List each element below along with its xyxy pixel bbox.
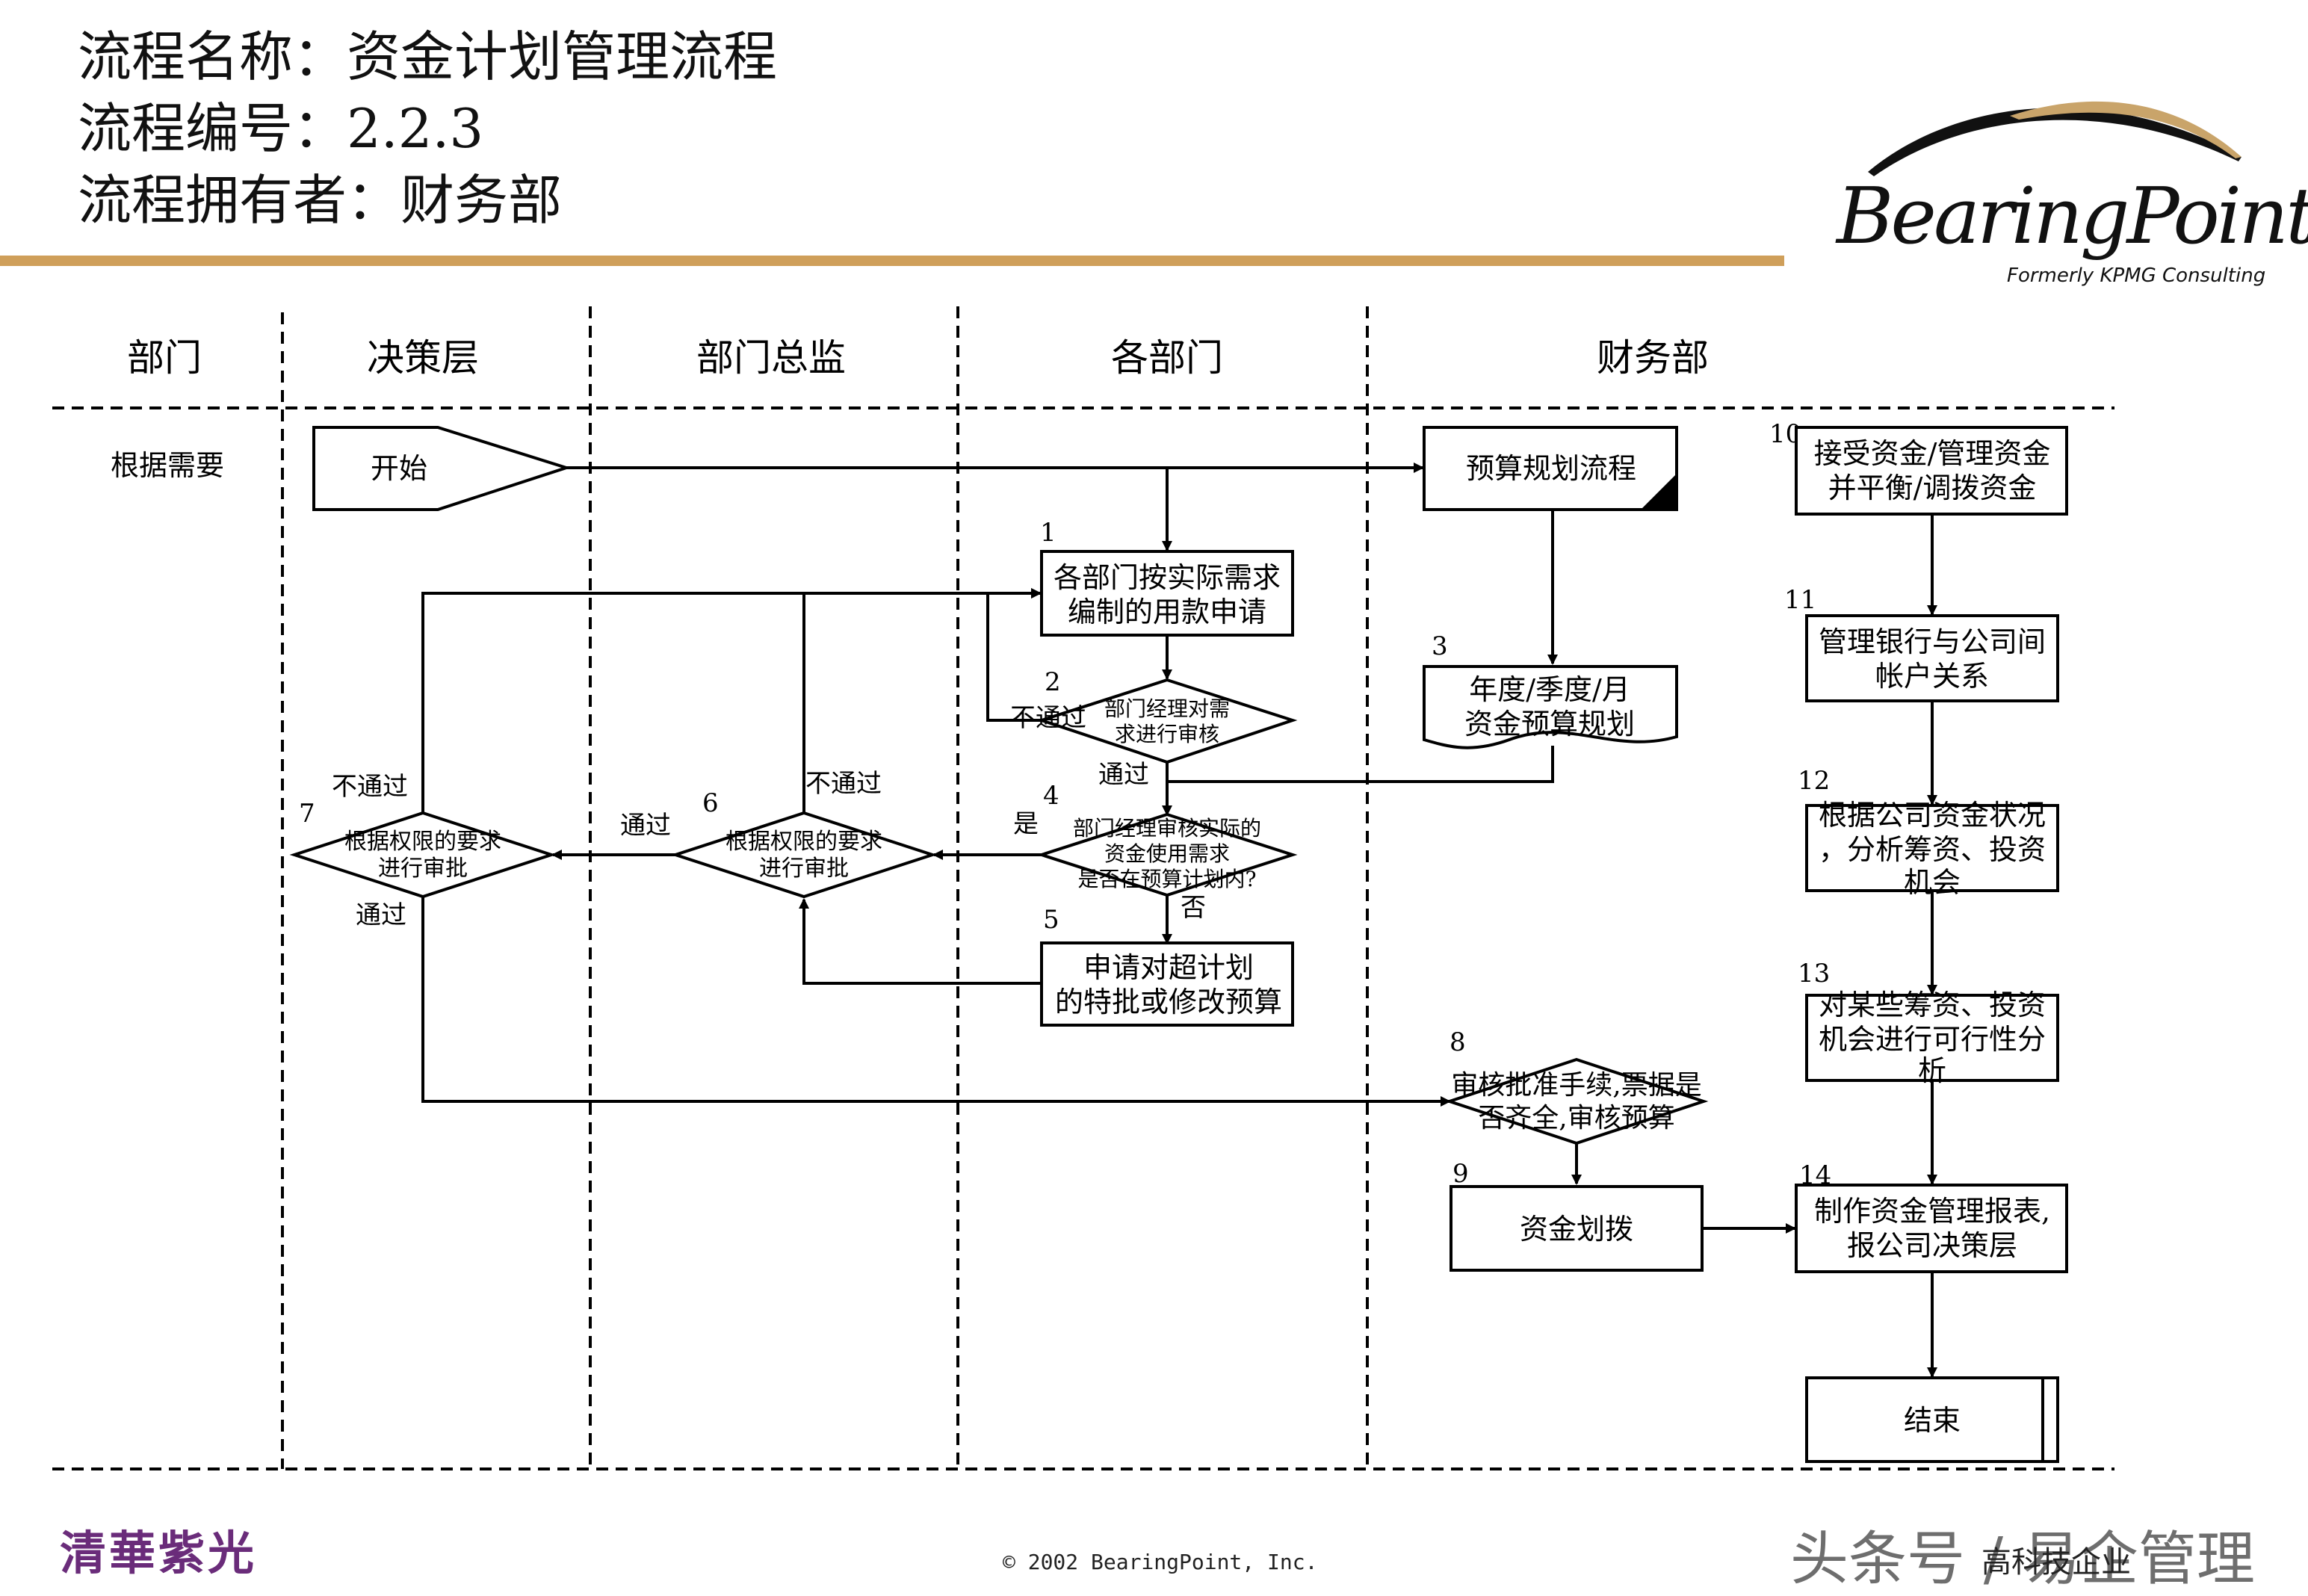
node-12-analyze-opportunities: 12 根据公司资金状况 ，分析筹资、投资 机会	[1798, 766, 2059, 899]
svg-text:管理银行与公司间: 管理银行与公司间	[1819, 625, 2046, 658]
svg-text:各部门按实际需求: 各部门按实际需求	[1054, 561, 1281, 594]
lane-separators	[52, 306, 2114, 1470]
copyright: © 2002 BearingPoint, Inc.	[1003, 1550, 1318, 1574]
page-note: 高科技企业	[1981, 1545, 2131, 1580]
svg-text:制作资金管理报表,: 制作资金管理报表,	[1814, 1195, 2050, 1228]
edge-reject-2: 不通过	[1010, 703, 1086, 733]
svg-text:帐户关系: 帐户关系	[1875, 660, 1989, 693]
end-node: 结束	[1805, 1376, 2059, 1463]
svg-text:并平衡/调拨资金: 并平衡/调拨资金	[1828, 471, 2037, 504]
node-13-feasibility-analysis: 13 对某些筹资、投资 机会进行可行性分 析	[1798, 959, 2059, 1087]
svg-text:5: 5	[1043, 905, 1059, 935]
lane-header-dept: 部门	[127, 336, 202, 380]
node-5-special-approval: 5 申请对超计划 的特批或修改预算	[1040, 905, 1294, 1027]
svg-text:根据权限的要求: 根据权限的要求	[725, 829, 882, 855]
svg-text:11: 11	[1784, 585, 1816, 615]
svg-text:9: 9	[1452, 1159, 1469, 1189]
svg-text:7: 7	[299, 799, 315, 829]
lane-header-decision: 决策层	[367, 336, 479, 380]
svg-text:2: 2	[1045, 667, 1061, 697]
budget-process-node: 预算规划流程	[1423, 426, 1678, 511]
edge-pass-2: 通过	[1098, 760, 1149, 790]
edge-reject-6: 不通过	[805, 769, 882, 799]
svg-text:机会进行可行性分: 机会进行可行性分	[1819, 1023, 2046, 1056]
connectors	[421, 463, 1937, 1378]
start-node: 开始	[312, 426, 572, 511]
node-8-finance-review: 8 审核批准手续,票据是 否齐全,审核预算	[1444, 1027, 1709, 1145]
svg-text:机会: 机会	[1904, 866, 1961, 899]
svg-text:6: 6	[702, 788, 719, 818]
svg-text:1: 1	[1040, 518, 1056, 548]
process-name: 流程名称：资金计划管理流程	[78, 25, 778, 88]
edge-yes-4: 是	[1013, 809, 1039, 839]
svg-text:析: 析	[1918, 1054, 1946, 1087]
node-11-bank-relations: 11 管理银行与公司间 帐户关系	[1784, 585, 2059, 702]
lane-header-departments: 各部门	[1111, 336, 1223, 380]
svg-text:审核批准手续,票据是: 审核批准手续,票据是	[1451, 1070, 1701, 1101]
svg-text:求进行审核: 求进行审核	[1115, 722, 1219, 746]
node-14-fund-report: 14 制作资金管理报表, 报公司决策层	[1795, 1160, 2068, 1273]
node-7-decision-approval: 7 根据权限的要求 进行审批	[289, 799, 557, 899]
process-owner: 流程拥有者：财务部	[78, 169, 563, 232]
lane-header-finance: 财务部	[1597, 336, 1709, 380]
svg-text:的特批或修改预算: 的特批或修改预算	[1055, 986, 1282, 1018]
node-4-within-budget: 4 部门经理审核实际的 资金使用需求 是否在预算计划内?	[1036, 781, 1298, 897]
node-9-fund-transfer: 9 资金划拨	[1450, 1159, 1704, 1272]
node-1-application: 1 各部门按实际需求 编制的用款申请	[1040, 518, 1294, 637]
edge-pass-7: 通过	[356, 900, 406, 930]
svg-text:编制的用款申请: 编制的用款申请	[1068, 596, 1266, 628]
edge-pass-6: 通过	[620, 811, 671, 841]
svg-text:资金使用需求: 资金使用需求	[1104, 841, 1230, 866]
svg-text:进行审批: 进行审批	[378, 856, 468, 882]
svg-text:根据权限的要求: 根据权限的要求	[344, 829, 501, 855]
svg-text:资金划拨: 资金划拨	[1520, 1213, 1633, 1246]
svg-text:8: 8	[1450, 1027, 1466, 1057]
lane-header-director: 部门总监	[696, 336, 846, 380]
svg-text:3: 3	[1432, 631, 1448, 661]
svg-text:开始: 开始	[371, 452, 427, 485]
svg-text:4: 4	[1043, 781, 1059, 811]
svg-text:根据公司资金状况: 根据公司资金状况	[1819, 799, 2046, 832]
edge-no-4: 否	[1181, 893, 1206, 923]
svg-text:报公司决策层: 报公司决策层	[1847, 1229, 2017, 1262]
node-2-manager-review: 2 部门经理对需 求进行审核	[1036, 667, 1298, 764]
watermark: 头条号 / 易企管理	[1790, 1526, 2255, 1593]
svg-text:部门经理审核实际的: 部门经理审核实际的	[1073, 816, 1261, 841]
svg-text:部门经理对需: 部门经理对需	[1104, 696, 1230, 721]
svg-text:13: 13	[1798, 959, 1830, 989]
svg-text:进行审批: 进行审批	[759, 856, 849, 882]
svg-text:申请对超计划: 申请对超计划	[1083, 951, 1254, 984]
tsinghua-unisplendour-logo: 清華紫光	[60, 1526, 258, 1580]
node-3-budget-plan: 3 年度/季度/月 资金预算规划	[1423, 631, 1678, 749]
svg-text:资金预算规划: 资金预算规划	[1464, 708, 1635, 740]
logo-tagline: Formerly KPMG Consulting	[2007, 265, 2266, 287]
svg-text:结束: 结束	[1904, 1404, 1961, 1437]
edge-reject-7: 不通过	[332, 772, 408, 802]
node-6-director-approval: 6 根据权限的要求 进行审批	[670, 788, 938, 899]
svg-text:对某些筹资、投资: 对某些筹资、投资	[1819, 989, 2046, 1021]
bearingpoint-logo: BearingPoint	[1837, 170, 2308, 262]
node-10-receive-funds: 10 接受资金/管理资金 并平衡/调拨资金	[1769, 419, 2068, 516]
svg-text:预算规划流程: 预算规划流程	[1466, 452, 1636, 485]
svg-text:是否在预算计划内?: 是否在预算计划内?	[1077, 867, 1256, 891]
process-code: 流程编号：2.2.3	[78, 97, 484, 160]
svg-text:，分析筹资、投资: ，分析筹资、投资	[1819, 833, 2046, 866]
header-divider	[0, 256, 1784, 266]
svg-text:接受资金/管理资金: 接受资金/管理资金	[1814, 437, 2051, 470]
bearingpoint-swoosh-icon	[1868, 101, 2242, 176]
svg-text:年度/季度/月: 年度/季度/月	[1469, 673, 1630, 706]
svg-text:12: 12	[1798, 766, 1830, 796]
svg-text:否齐全,审核预算: 否齐全,审核预算	[1478, 1103, 1674, 1133]
row-label: 根据需要	[111, 449, 224, 482]
